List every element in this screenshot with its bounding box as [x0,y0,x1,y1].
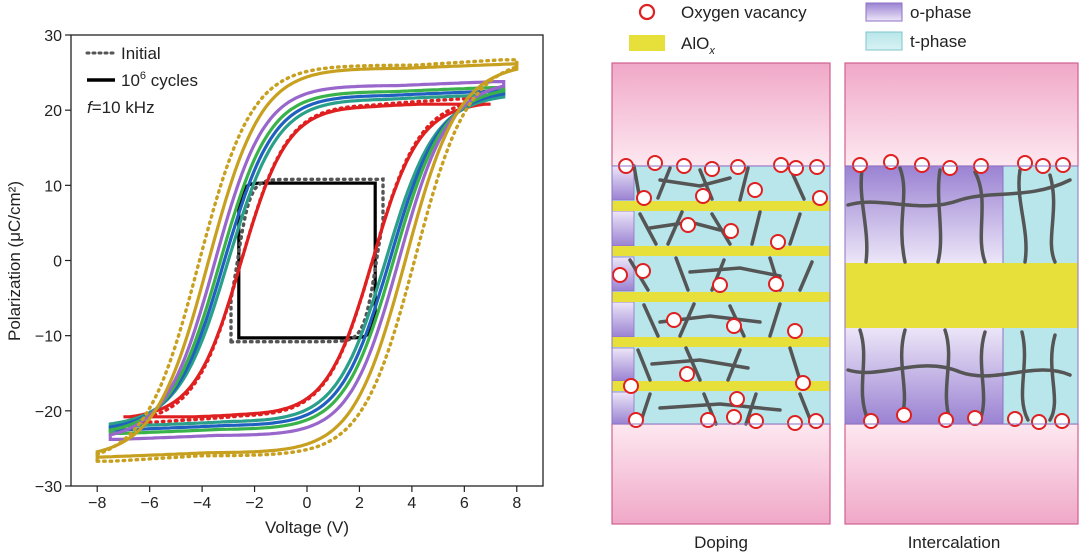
y-tick-label: −30 [35,479,62,496]
oxygen-vacancies [612,155,828,431]
x-tick-label: 2 [355,495,364,512]
legend-initial-label: Initial [121,44,161,63]
x-tick-label: −8 [88,495,106,512]
tphase-grain-lower [1003,328,1078,424]
oxygen-vacancies [852,154,1071,430]
film-outline [844,165,1079,425]
y-tick-label: 0 [53,254,62,271]
hysteresis-loop [237,181,377,340]
legend-alox-label: AlOx [681,34,715,57]
x-axis-ticks: −8 −6 −4 −2 0 2 4 6 8 [88,486,521,512]
x-tick-label: 4 [407,495,416,512]
hysteresis-loops [95,58,519,463]
y-tick-label: −20 [35,404,62,421]
panel-label-intercalation: Intercalation [908,533,1001,552]
panel-doping: Doping [611,62,831,552]
bottom-electrode [844,423,1079,525]
alox-interlayer [845,263,1078,328]
legend-frequency-label: f=10 kHz [87,98,155,117]
x-tick-label: 0 [303,495,312,512]
ophase-grain-upper [845,166,1003,263]
grain-boundaries [846,166,1072,422]
x-tick-label: −6 [141,495,159,512]
chart-legend: Initial 106 cycles f=10 kHz [85,44,198,117]
hysteresis-loop [108,93,506,428]
top-electrode [611,62,831,167]
legend-ophase-label: o-phase [910,3,971,22]
alox-swatch [629,35,665,51]
y-tick-label: −10 [35,329,62,346]
y-tick-label: 10 [44,178,62,195]
y-axis-ticks: −30 −20 −10 0 10 20 30 [35,28,71,496]
x-axis-label: Voltage (V) [265,518,349,537]
panel-label-doping: Doping [694,533,748,552]
hysteresis-loop [229,177,385,344]
oxygen-vacancy-icon [638,3,656,21]
y-tick-label: 20 [44,103,62,120]
legend-vacancy-label: Oxygen vacancy [681,3,807,22]
x-tick-label: −4 [193,495,211,512]
legend-tphase-label: t-phase [910,32,967,51]
top-electrode [844,62,1079,167]
x-tick-label: 8 [512,495,521,512]
hysteresis-loop [108,89,506,432]
y-tick-label: 30 [44,28,62,45]
legend-cycles-label: 106 cycles [121,70,198,90]
tphase-swatch [865,31,903,51]
y-axis-label: Polarization (μC/cm²) [5,181,24,341]
bottom-electrode [611,423,831,525]
hysteresis-loop [108,80,506,441]
panel-intercalation: Intercalation [844,62,1079,552]
x-tick-label: −2 [245,495,263,512]
film-outline [611,165,831,425]
alox-layers [612,201,830,391]
ophase-swatch [865,2,903,22]
x-tick-label: 6 [460,495,469,512]
schematic-legend: Oxygen vacancy AlOx o-phase t-phase [629,2,971,57]
